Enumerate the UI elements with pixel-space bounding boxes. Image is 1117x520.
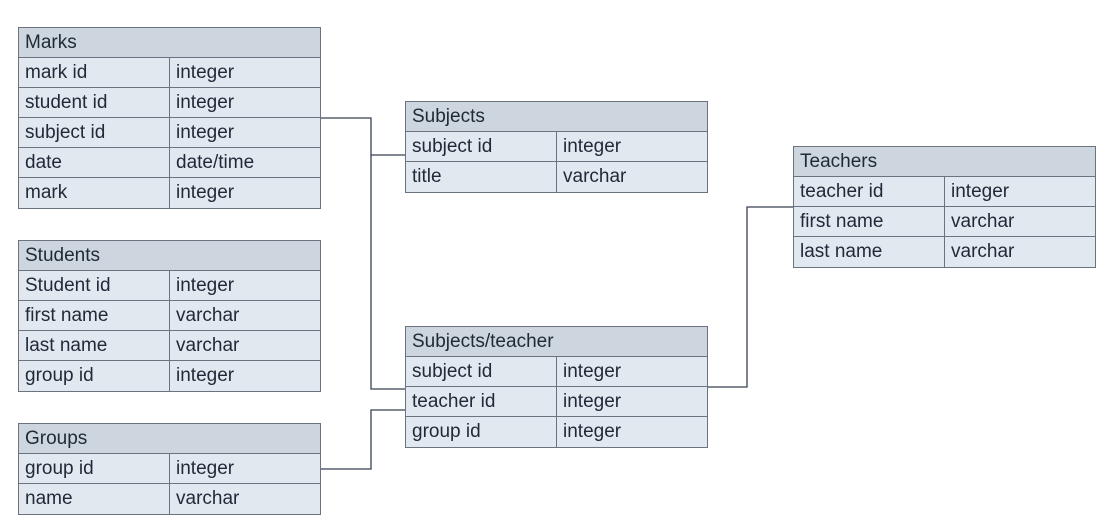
field-name: date bbox=[19, 148, 170, 177]
table-row: date date/time bbox=[19, 148, 320, 178]
field-type: date/time bbox=[176, 152, 255, 173]
field-type: varchar bbox=[951, 211, 1015, 232]
field-type: integer bbox=[563, 136, 622, 157]
field-name: mark bbox=[19, 178, 170, 208]
field-name: subject id bbox=[406, 132, 557, 161]
table-row: group id integer bbox=[19, 361, 320, 391]
table-subjects: Subjects subject id integer title varcha… bbox=[405, 101, 708, 193]
table-marks: Marks mark id integer student id integer… bbox=[18, 27, 321, 209]
connector-marks-subject bbox=[320, 117, 406, 156]
table-row: Student id integer bbox=[19, 271, 320, 301]
table-groups: Groups group id integer name varchar bbox=[18, 423, 321, 515]
connector-subject-subjectsteacher bbox=[370, 155, 406, 390]
table-row: student id integer bbox=[19, 88, 320, 118]
table-row: teacher id integer bbox=[794, 177, 1095, 207]
table-row: mark id integer bbox=[19, 58, 320, 88]
field-type: integer bbox=[176, 92, 235, 113]
table-row: subject id integer bbox=[406, 357, 707, 387]
table-row: mark integer bbox=[19, 178, 320, 208]
field-name: first name bbox=[19, 301, 170, 330]
field-name: group id bbox=[19, 454, 170, 483]
connector-subjectsteacher-teachers bbox=[708, 206, 794, 388]
field-type: integer bbox=[176, 122, 235, 143]
field-type: integer bbox=[563, 421, 622, 442]
table-title: Groups bbox=[19, 424, 320, 454]
table-title: Teachers bbox=[794, 147, 1095, 177]
table-row: group id integer bbox=[19, 454, 320, 484]
table-row: first name varchar bbox=[19, 301, 320, 331]
field-type: integer bbox=[176, 458, 235, 479]
table-row: title varchar bbox=[406, 162, 707, 192]
table-row: name varchar bbox=[19, 484, 320, 514]
field-type: integer bbox=[563, 361, 622, 382]
table-title: Subjects bbox=[406, 102, 707, 132]
table-row: last name varchar bbox=[19, 331, 320, 361]
field-name: name bbox=[19, 484, 170, 514]
table-row: group id integer bbox=[406, 417, 707, 447]
field-name: Student id bbox=[19, 271, 170, 300]
table-row: last name varchar bbox=[794, 237, 1095, 267]
field-name: teacher id bbox=[794, 177, 945, 206]
field-type: varchar bbox=[176, 335, 240, 356]
field-type: integer bbox=[176, 182, 235, 203]
connector-groups-subjectsteacher bbox=[320, 409, 406, 470]
field-name: last name bbox=[19, 331, 170, 360]
field-name: subject id bbox=[406, 357, 557, 386]
field-name: mark id bbox=[19, 58, 170, 87]
table-title: Subjects/teacher bbox=[406, 327, 707, 357]
field-name: first name bbox=[794, 207, 945, 236]
field-type: varchar bbox=[563, 166, 627, 187]
field-type: integer bbox=[951, 181, 1010, 202]
table-row: teacher id integer bbox=[406, 387, 707, 417]
field-type: varchar bbox=[176, 488, 240, 509]
table-title: Marks bbox=[19, 28, 320, 58]
field-name: title bbox=[406, 162, 557, 192]
field-name: last name bbox=[794, 237, 945, 267]
field-type: integer bbox=[563, 391, 622, 412]
table-row: first name varchar bbox=[794, 207, 1095, 237]
field-type: varchar bbox=[176, 305, 240, 326]
field-name: group id bbox=[19, 361, 170, 391]
table-subjects-teacher: Subjects/teacher subject id integer teac… bbox=[405, 326, 708, 448]
field-name: subject id bbox=[19, 118, 170, 147]
table-row: subject id integer bbox=[19, 118, 320, 148]
field-name: student id bbox=[19, 88, 170, 117]
field-type: integer bbox=[176, 62, 235, 83]
table-row: subject id integer bbox=[406, 132, 707, 162]
field-name: group id bbox=[406, 417, 557, 447]
table-teachers: Teachers teacher id integer first name v… bbox=[793, 146, 1096, 268]
field-name: teacher id bbox=[406, 387, 557, 416]
table-title: Students bbox=[19, 241, 320, 271]
field-type: integer bbox=[176, 275, 235, 296]
table-students: Students Student id integer first name v… bbox=[18, 240, 321, 392]
field-type: varchar bbox=[951, 241, 1015, 262]
field-type: integer bbox=[176, 365, 235, 386]
